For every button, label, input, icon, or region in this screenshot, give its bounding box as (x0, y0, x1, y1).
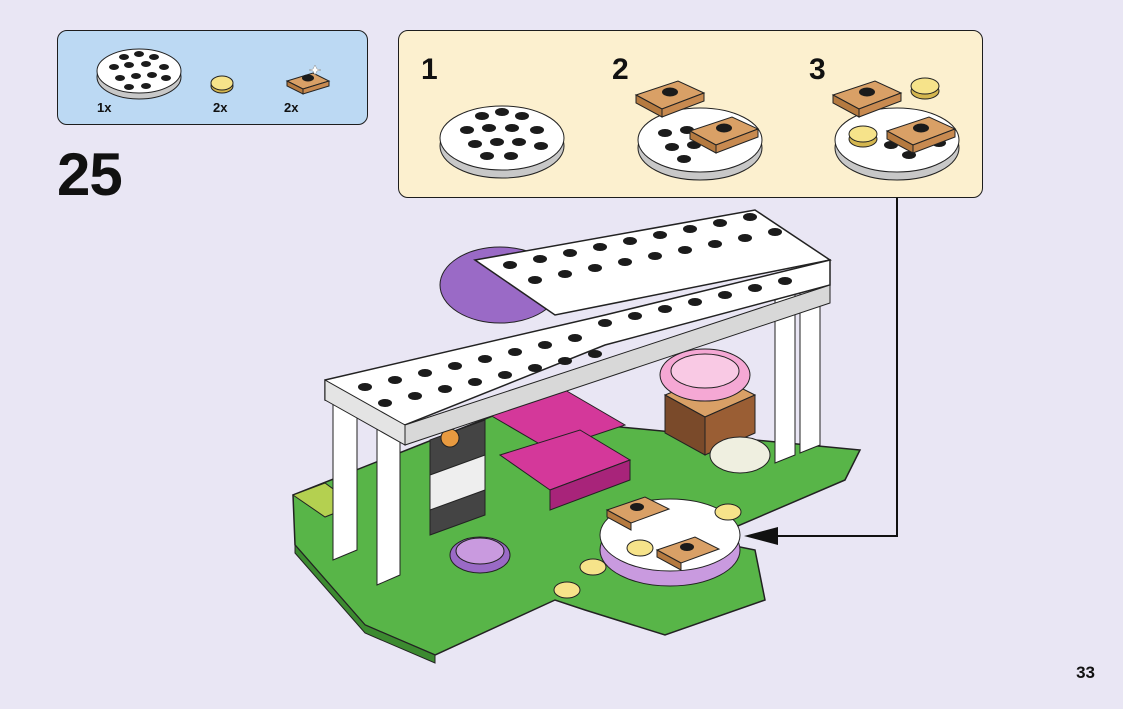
sub-steps-callout: 1 2 3 (398, 30, 983, 198)
part-qty-round-tile: 2x (213, 100, 228, 115)
main-model-illustration (291, 209, 862, 664)
sub-step-3-illustration (831, 77, 960, 181)
sub-step-1-label: 1 (421, 53, 438, 86)
sub-step-1-illustration (439, 105, 565, 179)
page-number: 33 (1076, 663, 1095, 682)
step-number: 25 (57, 141, 123, 208)
sub-step-2-label: 2 (612, 53, 629, 86)
part-qty-plate-tan: 2x (284, 100, 299, 115)
round-plate-white-icon (96, 48, 182, 100)
round-tile-yellow-icon (210, 75, 234, 94)
sub-step-3-label: 3 (809, 53, 826, 86)
part-qty-round-plate: 1x (97, 100, 112, 115)
plate-tan-icon (285, 64, 331, 95)
parts-list-callout: 1x 2x 2x (57, 30, 368, 125)
sub-step-2-illustration (634, 80, 763, 181)
